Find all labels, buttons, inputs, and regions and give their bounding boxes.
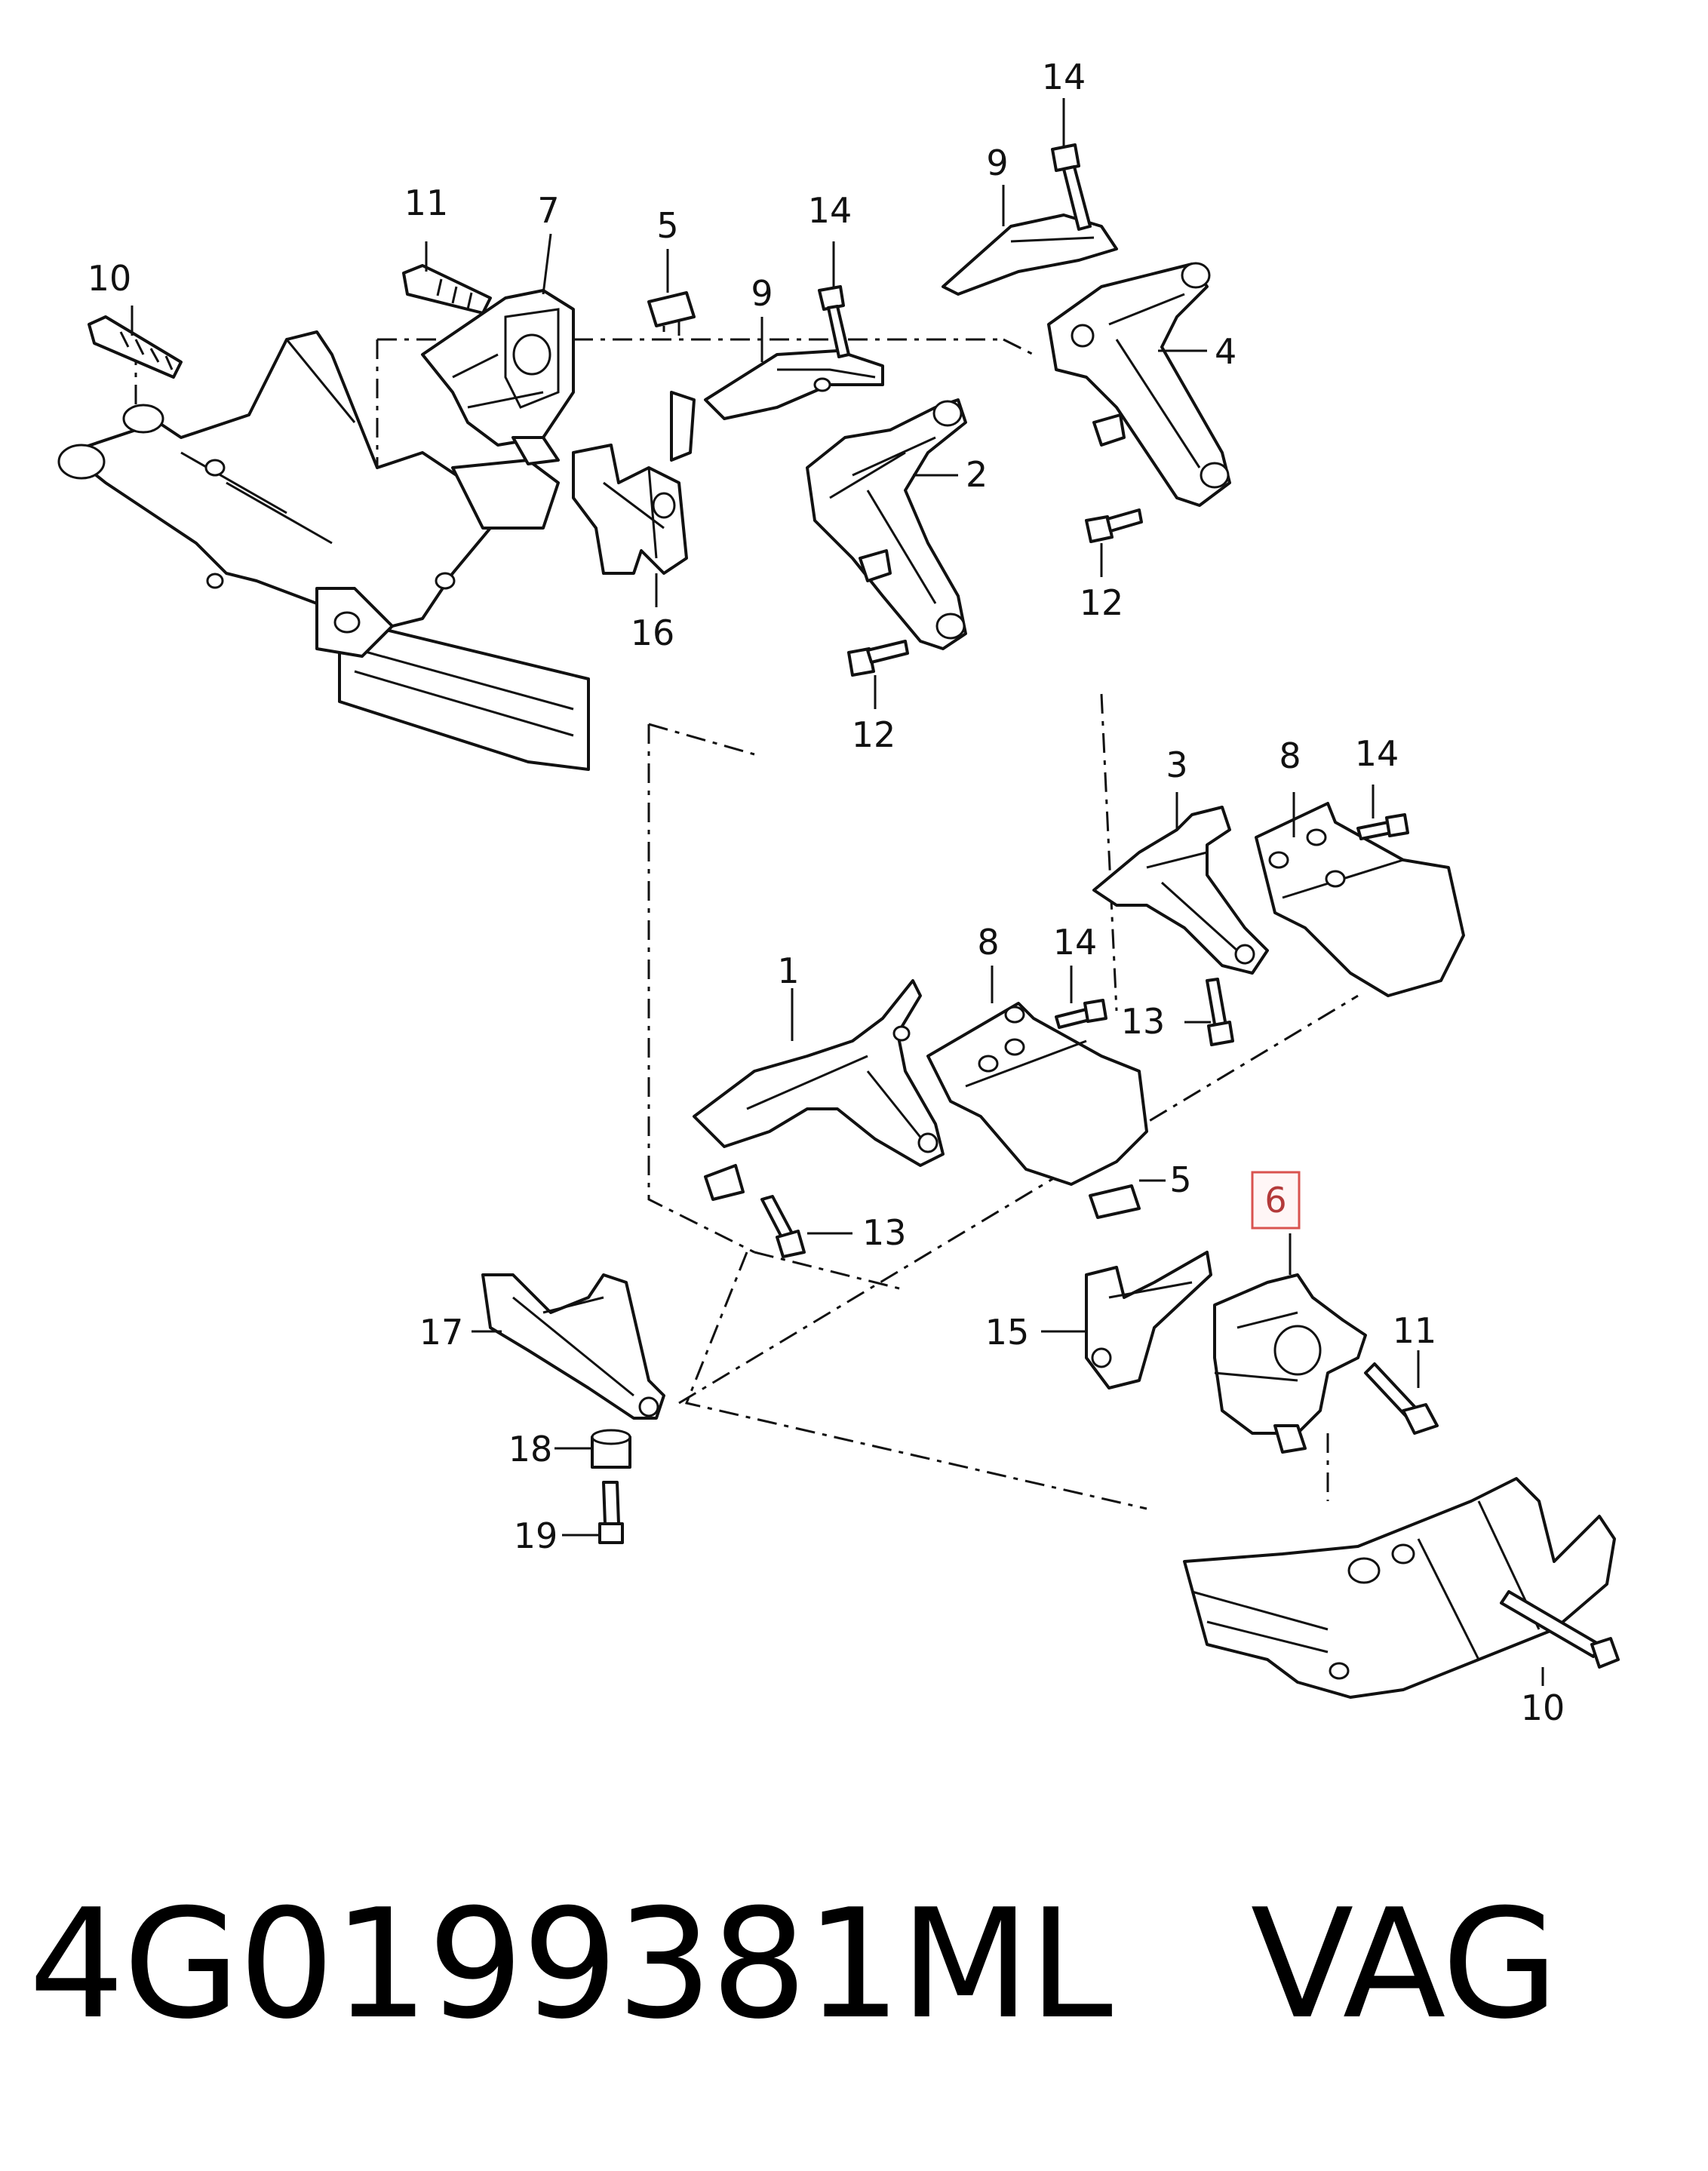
engine-mount-7: [421, 289, 575, 465]
callout-5-lower: 5: [1169, 1159, 1191, 1200]
bracket-4: [1047, 262, 1231, 507]
callout-5-upper: 5: [656, 205, 678, 246]
callout-7: 7: [537, 190, 559, 231]
bolt-11-upper: [402, 264, 492, 315]
callout-13-right: 13: [1121, 1001, 1166, 1042]
bracket-3: [1092, 806, 1269, 975]
bolt-13b: [760, 1195, 806, 1258]
callout-10-upper: 10: [88, 258, 132, 299]
stop-5-upper: [647, 291, 696, 336]
bolt-12a: [847, 640, 909, 677]
callout-12-mid: 12: [852, 714, 896, 755]
callout-14-mid: 14: [1053, 922, 1098, 963]
callout-18: 18: [508, 1429, 553, 1469]
highlight-box: [1251, 1171, 1301, 1230]
bolt-19: [598, 1481, 624, 1544]
heat-shield-9a: [704, 349, 884, 420]
bracket-15: [1085, 1251, 1212, 1390]
dash-dot-lines: [134, 338, 1359, 1510]
heat-shield-9b: [942, 213, 1118, 296]
stop-5-lower: [1089, 1184, 1141, 1219]
bracket-2: [806, 398, 967, 650]
callout-12-right: 12: [1080, 582, 1124, 623]
callout-3: 3: [1166, 745, 1187, 785]
callout-14-mid-right: 14: [1355, 733, 1399, 774]
callout-9-upper-mid: 9: [751, 273, 773, 314]
callout-9-top: 9: [986, 143, 1008, 183]
leader-lines: [131, 98, 1544, 1686]
bolt-11-lower: [1364, 1362, 1439, 1435]
callout-19: 19: [514, 1515, 558, 1556]
exploded-parts-diagram: 10 11 7 5 14 9 14 9 4 2 16 12 12 3 8 14 …: [57, 57, 1620, 1728]
engine-mount-6: [1213, 1273, 1367, 1454]
bushing-18: [591, 1429, 631, 1469]
callout-labels: 10 11 7 5 14 9 14 9 4 2 16 12 12 3 8 14 …: [88, 57, 1565, 1728]
bolt-10-lower: [1500, 1590, 1620, 1669]
bracket-1: [693, 979, 945, 1201]
bolt-14d: [1055, 999, 1107, 1029]
bracket-16: [572, 391, 696, 575]
callout-16: 16: [631, 613, 675, 653]
bolt-14a: [818, 285, 850, 358]
part-number: 4G0199381ML: [29, 1877, 1113, 2053]
callout-8-right: 8: [1279, 735, 1301, 776]
callout-11-upper: 11: [404, 183, 449, 223]
bolt-10-upper: [88, 315, 183, 379]
bolt-12b: [1085, 508, 1143, 543]
callout-4: 4: [1215, 331, 1236, 372]
bolt-14b: [1051, 143, 1092, 231]
bolt-13a: [1206, 978, 1234, 1046]
heat-shield-8a: [1255, 802, 1465, 997]
bracket-17: [481, 1273, 665, 1420]
subframe-upper: [57, 330, 590, 771]
callout-14-upper-mid: 14: [808, 190, 852, 231]
callout-2: 2: [966, 454, 988, 495]
caption-spacer: [1111, 1877, 1251, 2053]
bolt-14c: [1356, 813, 1409, 840]
callout-1: 1: [777, 950, 799, 991]
subframe-lower: [1183, 1477, 1616, 1699]
callout-8-left: 8: [977, 922, 999, 963]
callout-10-lower: 10: [1521, 1687, 1565, 1728]
callout-6-highlighted: 6: [1264, 1180, 1286, 1221]
brand-name: VAG: [1250, 1877, 1559, 2053]
callout-11-lower: 11: [1393, 1310, 1437, 1351]
callout-15: 15: [985, 1312, 1030, 1353]
callout-14-top: 14: [1042, 57, 1086, 97]
heat-shield-8b: [926, 1002, 1148, 1186]
part-number-caption: 4G0199381ML VAG: [29, 1878, 1688, 2052]
callout-17: 17: [419, 1312, 464, 1353]
callout-13-left: 13: [862, 1212, 907, 1253]
